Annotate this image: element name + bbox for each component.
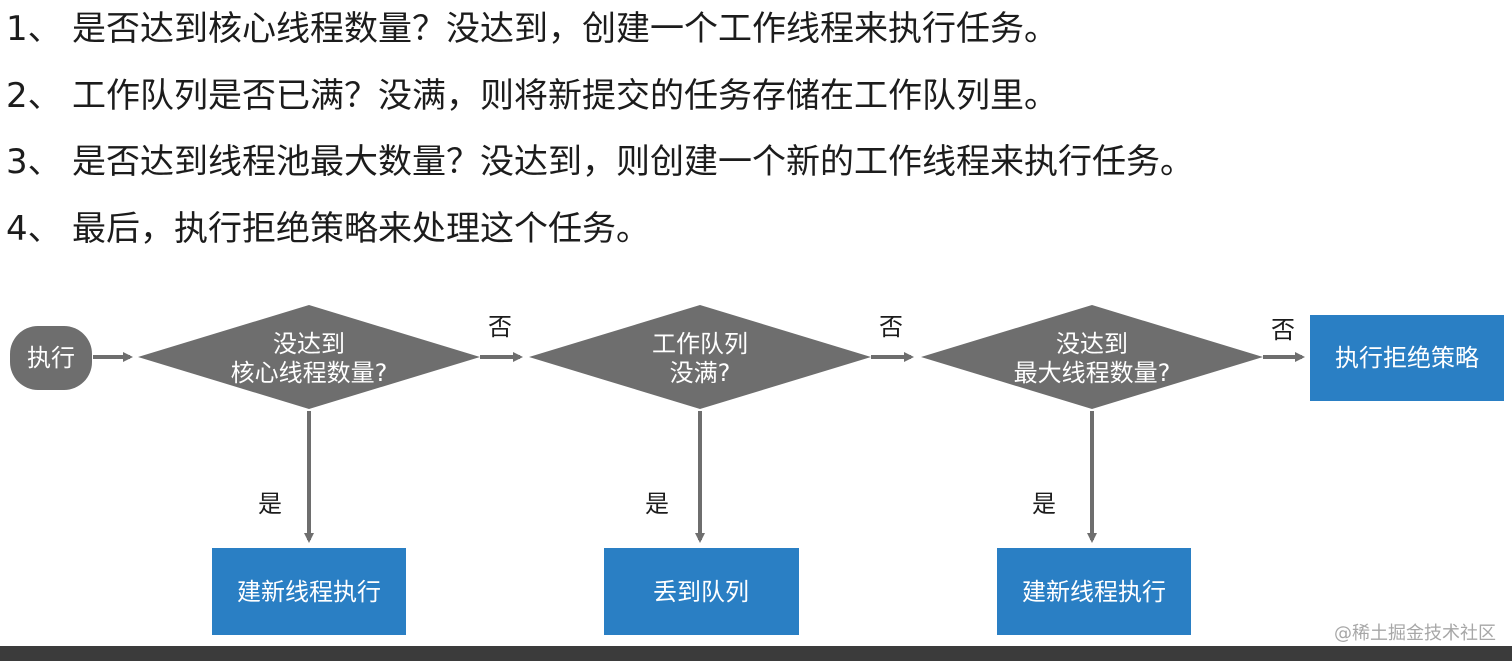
start-node [10,326,92,390]
step-2-text: 工作队列是否已满？没满，则将新提交的任务存储在工作队列里。 [72,76,1058,116]
outcome-3-box [997,548,1191,635]
decision-3-line2: 最大线程数量? [1014,359,1171,387]
decision-1-diamond [138,305,480,409]
outcome-1-box [212,548,406,635]
decision-1-line2: 核心线程数量? [231,359,388,387]
no-label-3: 否 [1271,316,1295,344]
no-label-2: 否 [879,313,903,341]
outcome-3-label: 建新线程执行 [1022,578,1166,606]
watermark: @稀土掘金技术社区 [1334,623,1496,644]
step-4-number: 4、 [6,209,62,249]
decision-3-diamond [921,305,1263,409]
yes-label-1: 是 [258,490,282,518]
bottom-bar [0,646,1512,661]
step-4: 4、最后，执行拒绝策略来处理这个任务。 [6,204,650,254]
decision-3-line1: 没达到 [1056,330,1128,358]
step-2-number: 2、 [6,76,62,116]
yes-label-2: 是 [645,490,669,518]
outcome-2-label: 丢到队列 [653,578,749,606]
decision-2-line1: 工作队列 [652,330,748,358]
step-3-number: 3、 [6,142,62,182]
decision-1-line1: 没达到 [273,330,345,358]
start-node-label: 执行 [27,344,75,372]
step-1-number: 1、 [6,9,62,49]
decision-2-line2: 没满? [670,359,731,387]
yes-label-3: 是 [1032,490,1056,518]
outcome-1-label: 建新线程执行 [237,578,381,606]
reject-policy-box [1310,315,1504,401]
step-3-text: 是否达到线程池最大数量？没达到，则创建一个新的工作线程来执行任务。 [72,142,1194,182]
outcome-2-box [604,548,799,635]
no-label-1: 否 [488,313,512,341]
decision-2-diamond [529,305,871,409]
step-2: 2、工作队列是否已满？没满，则将新提交的任务存储在工作队列里。 [6,71,1058,121]
step-3: 3、是否达到线程池最大数量？没达到，则创建一个新的工作线程来执行任务。 [6,137,1194,187]
reject-policy-label: 执行拒绝策略 [1335,344,1479,372]
step-1-text: 是否达到核心线程数量？没达到，创建一个工作线程来执行任务。 [72,9,1058,49]
step-1: 1、是否达到核心线程数量？没达到，创建一个工作线程来执行任务。 [6,4,1058,54]
step-4-text: 最后，执行拒绝策略来处理这个任务。 [72,209,650,249]
